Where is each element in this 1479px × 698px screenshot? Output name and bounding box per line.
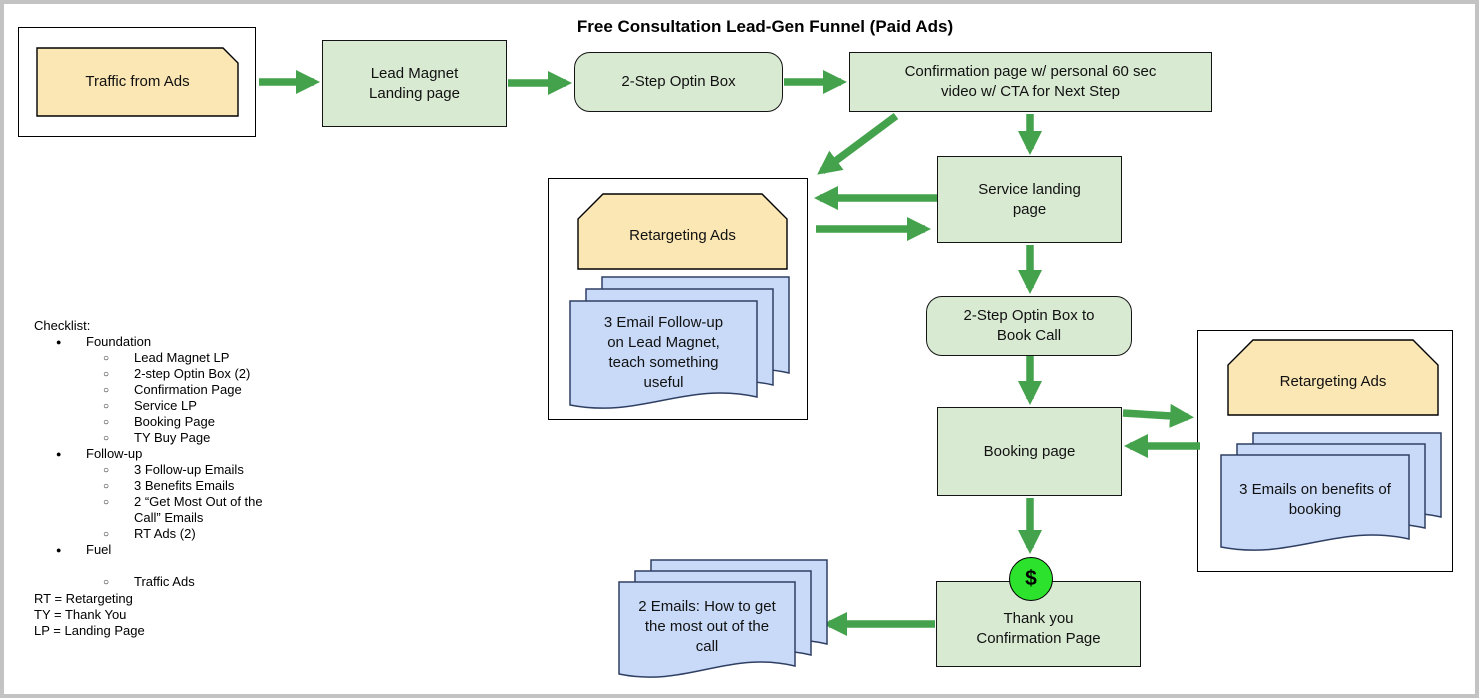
- node-label: Service landing page: [978, 180, 1081, 218]
- checklist-item: ○2-step Optin Box (2): [103, 366, 251, 381]
- node-2-step-optin-box-book-call: 2-Step Optin Box to Book Call: [926, 296, 1132, 356]
- node-label: 3 Emails on benefits of booking: [1239, 481, 1391, 518]
- checklist-heading: Checklist:: [34, 318, 91, 333]
- legend-block: RT = Retargeting TY = Thank You LP = Lan…: [34, 591, 145, 639]
- checklist-item: ○Service LP: [103, 398, 197, 413]
- bullet-icon: ●: [56, 337, 62, 347]
- document-stack-shape: [618, 559, 828, 678]
- card-shape: [36, 47, 239, 117]
- document-stack-shape: [569, 276, 790, 409]
- circle-bullet-icon: ○: [103, 577, 110, 588]
- checklist-item: ○2 “Get Most Out of the Call” Emails: [103, 494, 263, 525]
- node-email-stack-benefits: 3 Emails on benefits of booking: [1220, 432, 1443, 563]
- circle-bullet-icon: ○: [103, 497, 110, 508]
- node-label: Confirmation page w/ personal 60 sec vid…: [904, 63, 1157, 100]
- circle-bullet-icon: ○: [103, 385, 110, 396]
- checklist-item: ○Lead Magnet LP: [103, 350, 230, 365]
- node-2-step-optin-box: 2-Step Optin Box: [574, 52, 783, 112]
- checklist-item: ○TY Buy Page: [103, 430, 211, 445]
- node-email-stack-get-most: 2 Emails: How to get the most out of the…: [618, 559, 829, 690]
- node-lead-magnet-landing-page: Lead Magnet Landing page: [322, 40, 507, 127]
- circle-bullet-icon: ○: [103, 433, 110, 444]
- checklist-item: ○3 Benefits Emails: [103, 478, 235, 493]
- node-label: Retargeting Ads: [1279, 372, 1387, 390]
- checklist-section-foundation: ●Foundation: [56, 334, 152, 349]
- node-service-landing-page: Service landing page: [937, 156, 1122, 243]
- checklist-section-follow-up: ●Follow-up: [56, 446, 143, 461]
- circle-bullet-icon: ○: [103, 529, 110, 540]
- node-label: Thank you Confirmation Page: [976, 610, 1101, 647]
- checklist-block: Checklist: ●Foundation ○Lead Magnet LP ○…: [34, 318, 284, 590]
- legend-line-ty: TY = Thank You: [34, 607, 127, 622]
- node-label: 2 Emails: How to get the most out of the…: [638, 598, 776, 655]
- node-label: 2-Step Optin Box: [621, 73, 736, 90]
- arrow-booking-to-retargeting-right: [1122, 403, 1194, 428]
- legend-line-lp: LP = Landing Page: [34, 623, 145, 638]
- checklist-item: ○Traffic Ads: [103, 574, 195, 589]
- checklist-section-fuel: ●Fuel: [56, 542, 112, 557]
- legend-line-rt: RT = Retargeting: [34, 591, 133, 606]
- bullet-icon: ●: [56, 545, 62, 555]
- circle-bullet-icon: ○: [103, 465, 110, 476]
- node-label: 2-Step Optin Box to Book Call: [963, 307, 1095, 344]
- node-confirmation-page: Confirmation page w/ personal 60 sec vid…: [849, 52, 1212, 112]
- node-email-stack-followup: 3 Email Follow-up on Lead Magnet, teach …: [569, 276, 791, 423]
- ad-shape: [577, 193, 788, 270]
- node-booking-page: Booking page: [937, 407, 1122, 496]
- arrow-confirmation-to-retargeting-left: [817, 112, 899, 175]
- circle-bullet-icon: ○: [103, 417, 110, 428]
- node-label: 3 Email Follow-up on Lead Magnet, teach …: [603, 314, 724, 391]
- node-label: Retargeting Ads: [629, 226, 736, 244]
- checklist-item: ○3 Follow-up Emails: [103, 462, 244, 477]
- dollar-money-icon: $: [1009, 557, 1053, 601]
- checklist-item: ○Booking Page: [103, 414, 215, 429]
- document-stack-shape: [1220, 432, 1442, 551]
- node-label: Booking page: [983, 442, 1076, 460]
- node-label: Traffic from Ads: [85, 73, 190, 90]
- circle-bullet-icon: ○: [103, 369, 110, 380]
- node-traffic-from-ads: Traffic from Ads: [36, 47, 239, 117]
- diagram-title: Free Consultation Lead-Gen Funnel (Paid …: [576, 17, 954, 36]
- bullet-icon: ●: [56, 449, 62, 459]
- circle-bullet-icon: ○: [103, 353, 110, 364]
- node-retargeting-ads-left: Retargeting Ads: [577, 193, 788, 270]
- node-retargeting-ads-right: Retargeting Ads: [1227, 339, 1439, 416]
- checklist-item: ○RT Ads (2): [103, 526, 196, 541]
- node-label: Lead Magnet Landing page: [369, 64, 460, 102]
- checklist-item: ○Confirmation Page: [103, 382, 242, 397]
- dollar-sign: $: [1025, 567, 1037, 590]
- circle-bullet-icon: ○: [103, 401, 110, 412]
- circle-bullet-icon: ○: [103, 481, 110, 492]
- ad-shape: [1227, 339, 1439, 416]
